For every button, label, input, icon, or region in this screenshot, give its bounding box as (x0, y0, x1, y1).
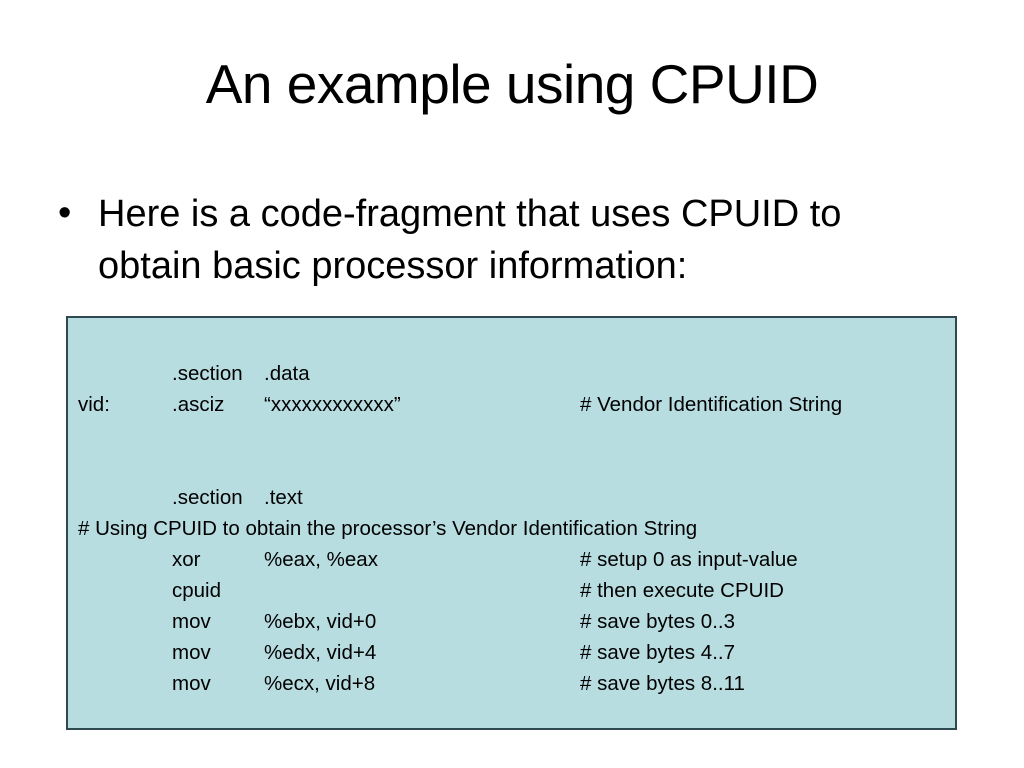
code-mnemonic: xor (172, 548, 201, 571)
bullet-list-item: • Here is a code-fragment that uses CPUI… (58, 188, 968, 292)
code-operand: “xxxxxxxxxxxx” (264, 393, 401, 416)
code-line: xor %eax, %eax # setup 0 as input-value (68, 544, 955, 575)
code-comment: # then execute CPUID (580, 579, 784, 602)
code-comment: # setup 0 as input-value (580, 548, 798, 571)
code-line: .section .data (68, 358, 955, 389)
code-line: cpuid # then execute CPUID (68, 575, 955, 606)
code-line: mov %ebx, vid+0 # save bytes 0..3 (68, 606, 955, 637)
code-mnemonic: cpuid (172, 579, 222, 602)
code-line (68, 451, 955, 482)
bullet-point-icon: • (58, 192, 72, 234)
code-mnemonic: .section (172, 486, 243, 509)
code-operand: %eax, %eax (264, 548, 378, 571)
code-line: vid: .asciz “xxxxxxxxxxxx” # Vendor Identif… (68, 389, 955, 420)
code-comment-text: # Using CPUID to obtain the processor’s … (78, 517, 698, 540)
code-label: vid: (78, 393, 110, 416)
code-line: .section .text (68, 482, 955, 513)
code-operand: %ecx, vid+8 (264, 672, 376, 695)
code-mnemonic: mov (172, 641, 211, 664)
code-line: mov %edx, vid+4 # save bytes 4..7 (68, 637, 955, 668)
code-operand: .data (264, 362, 310, 385)
bullet-item-text: Here is a code-fragment that uses CPUID … (98, 193, 842, 287)
code-comment: # save bytes 4..7 (580, 641, 735, 664)
code-line: mov %ecx, vid+8 # save bytes 8..11 (68, 668, 955, 699)
code-mnemonic: .section (172, 362, 243, 385)
page-title: An example using CPUID (205, 53, 819, 115)
code-mnemonic: mov (172, 610, 211, 633)
code-operand: .text (264, 486, 303, 509)
code-line (68, 420, 955, 451)
code-comment: # Vendor Identification String (580, 393, 843, 416)
code-comment: # save bytes 0..3 (580, 610, 735, 633)
code-line-container: .section .data vid: .asciz “xxxxxxxxxxxx” # V… (68, 358, 955, 699)
code-fragment-box: .section .data vid: .asciz “xxxxxxxxxxxx” # V… (66, 316, 957, 730)
slide-body: • Here is a code-fragment that uses CPUI… (58, 188, 968, 292)
code-operand: %ebx, vid+0 (264, 610, 377, 633)
code-comment: # save bytes 8..11 (580, 672, 745, 695)
code-line: # Using CPUID to obtain the processor’s … (68, 513, 955, 544)
code-mnemonic: .asciz (172, 393, 225, 416)
code-mnemonic: mov (172, 672, 211, 695)
code-operand: %edx, vid+4 (264, 641, 377, 664)
